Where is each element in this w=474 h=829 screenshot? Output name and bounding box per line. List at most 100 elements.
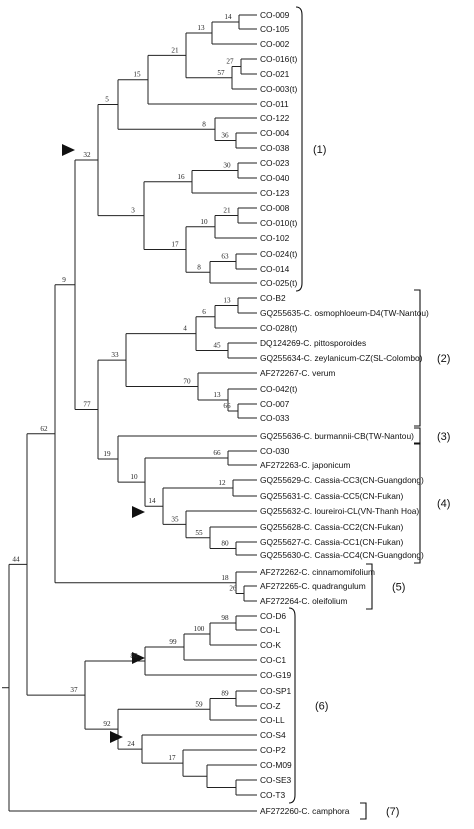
leaf-label: AF272265-C. quadrangulum [260, 581, 366, 591]
leaf-label: AF272260-C. camphora [260, 806, 350, 816]
leaf-label: CO-038 [260, 143, 290, 153]
leaf-label: CO-028(t) [260, 323, 297, 333]
bootstrap-value: 3 [131, 207, 135, 215]
bootstrap-value: 21 [223, 207, 231, 215]
leaf-label: AF272267-C. verum [260, 368, 335, 378]
bootstrap-value: 37 [70, 686, 78, 694]
leaf-label: CO-D6 [260, 611, 286, 621]
bootstrap-value: 6 [202, 308, 206, 316]
leaf-label: CO-024(t) [260, 249, 297, 259]
leaf-label: CO-105 [260, 24, 290, 34]
bootstrap-value: 17 [168, 754, 176, 762]
leaf-label: CO-123 [260, 188, 290, 198]
leaf-label: CO-003(t) [260, 84, 297, 94]
leaf-label: CO-004 [260, 128, 290, 138]
leaf-label: DQ124269-C. pittosporoides [260, 338, 366, 348]
leaf-label: CO-G19 [260, 670, 292, 680]
bootstrap-value: 89 [221, 690, 229, 698]
node-marker-triangle [132, 506, 145, 518]
clade-label: (6) [315, 701, 328, 713]
clade-label: (5) [392, 582, 405, 594]
leaf-label: CO-L [260, 625, 280, 635]
leaf-label: GQ255629-C. Cassia-CC3(CN-Guangdong) [260, 475, 424, 485]
leaf-label: CO-Z [260, 701, 280, 711]
leaf-label: CO-030 [260, 446, 290, 456]
bootstrap-value: 77 [83, 401, 91, 409]
bootstrap-value: 4 [183, 325, 187, 333]
bootstrap-value: 55 [195, 529, 203, 537]
clade-label: (1) [313, 144, 326, 156]
bootstrap-value: 63 [221, 253, 229, 261]
bootstrap-value: 14 [148, 497, 156, 505]
leaf-label: CO-040 [260, 173, 290, 183]
clade-label: (2) [437, 353, 450, 365]
clade-bracket [288, 607, 296, 804]
leaf-label: GQ255635-C. osmophloeum-D4(TW-Nantou) [260, 308, 429, 318]
leaf-label: CO-K [260, 640, 281, 650]
bootstrap-value: 59 [195, 700, 203, 708]
bootstrap-value: 32 [83, 151, 91, 159]
bootstrap-value: 35 [171, 515, 179, 523]
leaf-label: CO-P2 [260, 745, 286, 755]
node-marker-triangle [62, 144, 75, 156]
leaf-label: GQ255627-C. Cassia-CC1(CN-Fukan) [260, 537, 404, 547]
leaf-label: AF272263-C. japonicum [260, 460, 350, 470]
bootstrap-values: 1413212757155836323016213101763891364453… [12, 13, 237, 762]
bootstrap-value: 10 [200, 218, 208, 226]
node-marker-triangle [110, 731, 123, 743]
leaf-label: CO-LL [260, 715, 285, 725]
leaf-label: CO-007 [260, 399, 290, 409]
leaf-label: CO-008 [260, 203, 290, 213]
bootstrap-value: 57 [217, 69, 225, 77]
bootstrap-value: 26 [229, 585, 237, 593]
clade-bracket [295, 6, 303, 292]
bootstrap-value: 13 [197, 24, 205, 32]
clade-bracket [414, 289, 421, 427]
clade-bracket [414, 427, 421, 445]
leaf-label: GQ255630-C. Cassia-CC4(CN-Guangdong) [260, 550, 424, 560]
bootstrap-value: 62 [40, 425, 48, 433]
bootstrap-value: 66 [223, 402, 231, 410]
bootstrap-value: 10 [130, 473, 138, 481]
leaf-label: CO-SE3 [260, 775, 292, 785]
leaf-label: CO-T3 [260, 790, 285, 800]
leaf-label: CO-S4 [260, 730, 286, 740]
bootstrap-value: 13 [223, 297, 231, 305]
leaf-label: CO-010(t) [260, 218, 297, 228]
leaf-label: CO-009 [260, 10, 290, 20]
clade-label: (3) [437, 431, 450, 443]
bootstrap-value: 8 [197, 263, 201, 271]
clade-label: (4) [437, 498, 450, 510]
bootstrap-value: 21 [171, 46, 179, 54]
clade-bracket [366, 563, 373, 610]
leaf-label: GQ255636-C. burmannii-CB(TW-Nantou) [260, 431, 414, 441]
bootstrap-value: 99 [169, 638, 177, 646]
bootstrap-value: 98 [221, 614, 229, 622]
bootstrap-value: 45 [213, 342, 221, 350]
bootstrap-value: 12 [218, 479, 226, 487]
bootstrap-value: 66 [213, 449, 221, 457]
bootstrap-value: 92 [103, 720, 111, 728]
bootstrap-value: 24 [127, 740, 135, 748]
leaf-label: CO-011 [260, 99, 289, 109]
clade-brackets: (1)(2)(3)(4)(5)(6)(7) [288, 6, 450, 820]
bootstrap-value: 16 [177, 173, 185, 181]
bootstrap-value: 70 [183, 378, 191, 386]
leaf-label: GQ255634-C. zeylanicum-CZ(SL-Colombo) [260, 353, 423, 363]
clade-bracket [360, 802, 367, 820]
bootstrap-value: 19 [103, 450, 111, 458]
leaf-label: CO-SP1 [260, 686, 292, 696]
leaf-label: CO-B2 [260, 293, 286, 303]
bootstrap-value: 14 [224, 13, 232, 21]
tree-branches [2, 14, 257, 812]
leaf-label: CO-023 [260, 158, 290, 168]
bootstrap-value: 33 [111, 351, 119, 359]
leaf-label: CO-016(t) [260, 54, 297, 64]
leaf-label: CO-M09 [260, 760, 292, 770]
bootstrap-value: 44 [12, 555, 20, 563]
bootstrap-value: 80 [221, 540, 229, 548]
leaf-label: AF272264-C. oleifolium [260, 596, 348, 606]
bootstrap-value: 5 [105, 95, 109, 103]
bootstrap-value: 8 [202, 120, 206, 128]
